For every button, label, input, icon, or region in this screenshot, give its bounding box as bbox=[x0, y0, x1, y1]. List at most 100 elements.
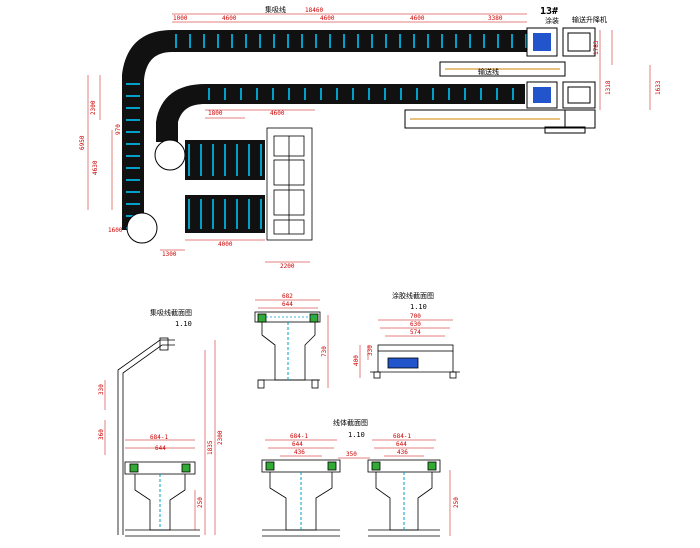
roller bbox=[399, 34, 401, 48]
roller bbox=[511, 34, 513, 48]
roller bbox=[400, 88, 402, 100]
roller bbox=[413, 34, 415, 48]
dim-bot-0: 4000 bbox=[218, 241, 233, 248]
roller bbox=[248, 144, 250, 176]
sec-a-dim-0: 330 bbox=[98, 384, 105, 395]
sec-d-dim-5: 436 bbox=[397, 449, 408, 456]
roller bbox=[441, 34, 443, 48]
roller bbox=[497, 34, 499, 48]
roller bbox=[301, 34, 303, 48]
roller bbox=[224, 88, 226, 100]
dim-top-1: 4600 bbox=[222, 15, 237, 22]
middle-curve bbox=[156, 84, 205, 122]
roller bbox=[273, 34, 275, 48]
dim-top-0: 1000 bbox=[173, 15, 188, 22]
sec-b-dim-2: 730 bbox=[321, 346, 328, 357]
roller bbox=[236, 144, 238, 176]
station-id: 13# bbox=[540, 6, 558, 17]
dim-top-2: 18460 bbox=[305, 7, 323, 14]
roller bbox=[203, 34, 205, 48]
roller bbox=[126, 119, 140, 121]
section-a-title: 集吸线截面图 bbox=[150, 308, 192, 317]
roller bbox=[427, 34, 429, 48]
elevator-label: 输送升降机 bbox=[572, 15, 607, 24]
roller bbox=[385, 34, 387, 48]
roller bbox=[188, 144, 190, 176]
roller bbox=[248, 199, 250, 229]
sec-c-dim-0: 700 bbox=[410, 313, 421, 320]
roller bbox=[464, 88, 466, 100]
roller bbox=[260, 199, 262, 229]
top-dim-lines bbox=[87, 13, 651, 263]
roller bbox=[483, 34, 485, 48]
roller bbox=[304, 88, 306, 100]
drum-lower bbox=[126, 212, 158, 244]
dim-top-4: 4600 bbox=[410, 15, 425, 22]
section-a-scale: 1.10 bbox=[175, 320, 192, 328]
sec-c-dim-1: 630 bbox=[410, 321, 421, 328]
sec-d-dim-1: 644 bbox=[292, 441, 303, 448]
sec-d-dim-7: 250 bbox=[453, 497, 460, 508]
roller bbox=[315, 34, 317, 48]
top-line-label: 集吸线 bbox=[265, 5, 286, 14]
roller bbox=[208, 88, 210, 100]
roller bbox=[126, 167, 140, 169]
roller bbox=[288, 88, 290, 100]
roller bbox=[245, 34, 247, 48]
sec-a-dim-3: 644 bbox=[155, 445, 166, 452]
dim-mid-0: 4600 bbox=[270, 110, 285, 117]
roller bbox=[416, 88, 418, 100]
roller bbox=[126, 143, 140, 145]
roller bbox=[224, 199, 226, 229]
roller bbox=[212, 144, 214, 176]
roller bbox=[272, 88, 274, 100]
sec-c-dim-2: 574 bbox=[410, 329, 421, 336]
roller bbox=[343, 34, 345, 48]
sec-a-dim-4: 2300 bbox=[217, 430, 224, 445]
sec-a-dim-2: 684-1 bbox=[150, 434, 168, 441]
section-c-scale: 1.10 bbox=[410, 303, 427, 311]
roller bbox=[368, 88, 370, 100]
dim-bot-3: 1600 bbox=[108, 227, 123, 234]
roller bbox=[224, 144, 226, 176]
middle-conveyor bbox=[205, 84, 525, 104]
roller bbox=[126, 95, 140, 97]
sec-d-dim-0: 684-1 bbox=[290, 433, 308, 440]
roller bbox=[126, 107, 140, 109]
station-units bbox=[404, 27, 596, 134]
roller bbox=[189, 34, 191, 48]
roller bbox=[320, 88, 322, 100]
sec-d-dim-2: 436 bbox=[294, 449, 305, 456]
dim-top-5: 3380 bbox=[488, 15, 503, 22]
roller bbox=[455, 34, 457, 48]
dim-mid-1: 1800 bbox=[208, 110, 223, 117]
roller bbox=[188, 199, 190, 229]
dim-left-0: 2300 bbox=[90, 100, 97, 115]
section-b bbox=[254, 311, 321, 389]
dim-left-3: 970 bbox=[115, 124, 122, 135]
dim-bot-1: 1300 bbox=[162, 251, 177, 258]
dim-top-3: 4600 bbox=[320, 15, 335, 22]
roller bbox=[217, 34, 219, 48]
roller bbox=[371, 34, 373, 48]
sec-a-dim-5: 1835 bbox=[207, 440, 214, 455]
machine-block bbox=[266, 127, 313, 241]
roller bbox=[496, 88, 498, 100]
roller bbox=[126, 131, 140, 133]
sec-c-dim-3: 400 bbox=[353, 355, 360, 366]
dim-left-1: 6950 bbox=[79, 135, 86, 150]
sec-b-dim-1: 644 bbox=[282, 301, 293, 308]
roller bbox=[525, 34, 527, 48]
roller bbox=[432, 88, 434, 100]
roller bbox=[336, 88, 338, 100]
roller bbox=[512, 88, 514, 100]
dim-left-2: 4630 bbox=[92, 160, 99, 175]
roller bbox=[329, 34, 331, 48]
sec-d-dim-6: 350 bbox=[346, 451, 357, 458]
roller bbox=[126, 155, 140, 157]
roller bbox=[448, 88, 450, 100]
roller bbox=[126, 179, 140, 181]
section-d-title: 线体截面图 bbox=[333, 418, 368, 427]
roller bbox=[126, 83, 140, 85]
